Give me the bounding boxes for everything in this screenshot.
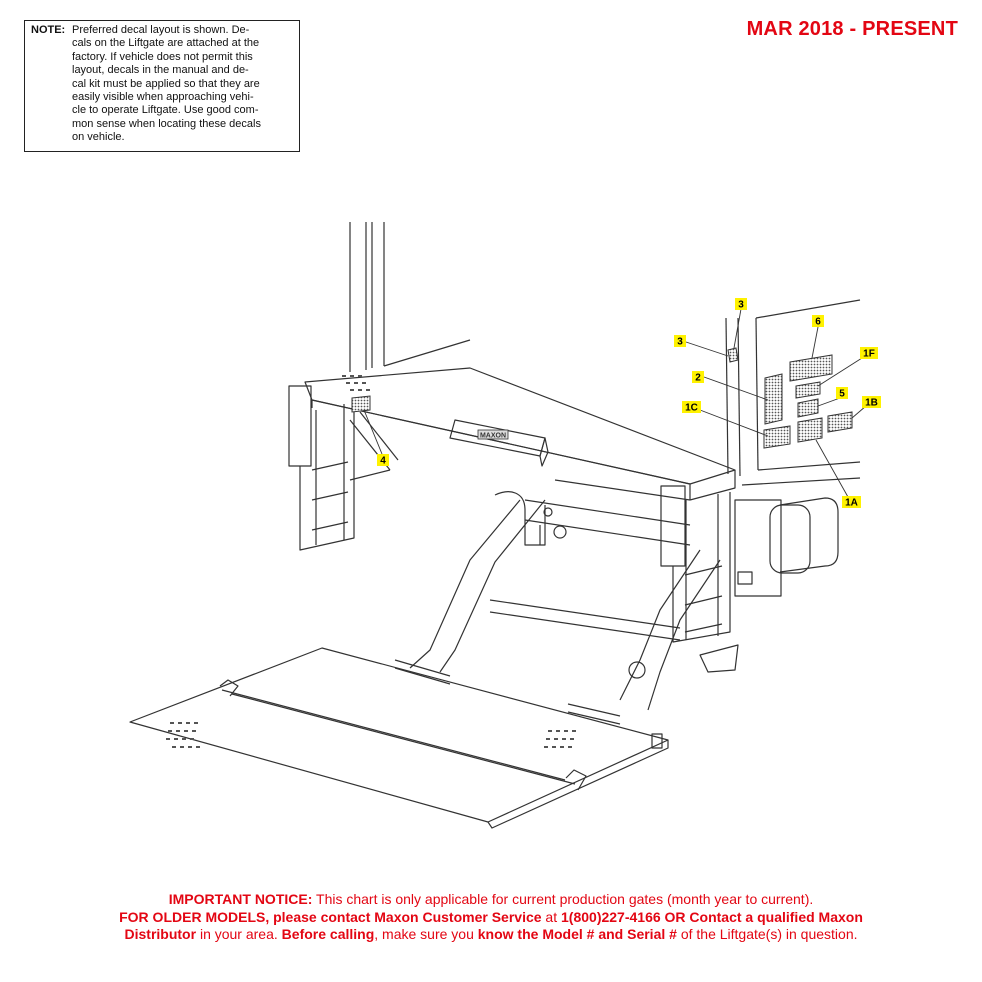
callout-4-text: 4: [380, 456, 386, 467]
notice-line-3: Distributor in your area. Before calling…: [60, 926, 922, 944]
truck-body-right: [725, 299, 861, 486]
lift-arms: [409, 479, 721, 711]
callout-1c-text: 1C: [685, 403, 698, 414]
date-range-title: MAR 2018 - PRESENT: [746, 18, 958, 40]
decal-1c: [763, 425, 791, 449]
note-line: layout, decals in the manual and de-: [72, 64, 249, 77]
notice-model-serial: know the Model # and Serial #: [477, 926, 677, 942]
decal-2: [764, 373, 783, 425]
important-notice: IMPORTANT NOTICE: This chart is only app…: [60, 891, 922, 944]
callout-3-left: 3: [674, 335, 686, 348]
dots-sill: [342, 375, 370, 391]
note-line: Preferred decal layout is shown. De-: [72, 24, 250, 36]
notice-text: in your area.: [196, 926, 282, 942]
notice-text: , make sure you: [374, 926, 478, 942]
decal-5: [797, 398, 819, 418]
callout-3-upper: 3: [735, 298, 747, 311]
note-line: factory. If vehicle does not permit this: [72, 50, 253, 63]
note-label: NOTE:: [31, 24, 66, 36]
truck-body-left: [349, 222, 471, 372]
maxon-plate-text: MAXON: [480, 433, 506, 440]
notice-line-1: IMPORTANT NOTICE: This chart is only app…: [60, 891, 922, 909]
note-line: cal kit must be applied so that they are: [72, 77, 260, 90]
callout-1a: 1A: [842, 496, 861, 509]
platform: [129, 647, 669, 829]
callout-1a-text: 1A: [845, 498, 858, 509]
callout-1f-text: 1F: [863, 349, 875, 360]
notice-before-calling: Before calling: [281, 926, 375, 942]
notice-line-2: FOR OLDER MODELS, please contact Maxon C…: [60, 909, 922, 927]
callout-1b: 1B: [862, 396, 881, 409]
callout-1b-text: 1B: [865, 398, 878, 409]
notice-phone: 1(800)227-4166 OR Contact a qualified Ma…: [561, 908, 863, 925]
dots-platform-right: [544, 730, 576, 748]
notice-text: of the Liftgate(s) in question.: [676, 926, 858, 942]
callout-5: 5: [836, 387, 848, 400]
note-line: easily visible when approaching vehi-: [72, 91, 254, 104]
dots-platform-left: [166, 722, 200, 748]
callout-1f: 1F: [860, 347, 878, 360]
left-column: [288, 385, 399, 551]
decal-6: [789, 354, 833, 382]
callout-2-text: 2: [695, 373, 701, 384]
decal-1b: [827, 411, 853, 433]
note-box: NOTE: Preferred decal layout is shown. D…: [24, 20, 300, 152]
note-line: cals on the Liftgate are attached at the: [72, 37, 260, 50]
note-text: Preferred decal layout is shown. De- cal…: [72, 24, 296, 145]
control-box: [449, 419, 549, 467]
right-column: [660, 485, 731, 643]
sill-platform: [304, 367, 736, 501]
notice-heading: IMPORTANT NOTICE:: [168, 891, 313, 907]
callout-5-text: 5: [839, 389, 845, 400]
decal-3: [727, 347, 739, 363]
note-line: cle to operate Liftgate. Use good com-: [72, 104, 259, 117]
pump-box: [699, 497, 839, 673]
callout-4: 4: [377, 454, 389, 467]
note-line: on vehicle.: [72, 131, 125, 144]
tread-pattern: [166, 375, 576, 748]
decals: [351, 347, 853, 449]
decal-4: [351, 395, 371, 413]
decal-1a: [797, 417, 823, 443]
note-line: mon sense when locating these decals: [72, 117, 261, 130]
callout-6: 6: [812, 315, 824, 328]
leader-lines: [363, 308, 867, 498]
maxon-plate: MAXON: [477, 429, 509, 440]
callout-3-upper-text: 3: [738, 300, 744, 311]
callout-1c: 1C: [682, 401, 701, 414]
notice-older-models: FOR OLDER MODELS, please contact Maxon C…: [119, 908, 542, 925]
notice-text: at: [541, 908, 562, 925]
notice-distributor: Distributor: [124, 926, 197, 942]
callout-3-left-text: 3: [677, 337, 683, 348]
callout-2: 2: [692, 371, 704, 384]
callout-6-text: 6: [815, 317, 821, 328]
decal-1f: [795, 381, 821, 399]
notice-text: This chart is only applicable for curren…: [312, 891, 814, 907]
